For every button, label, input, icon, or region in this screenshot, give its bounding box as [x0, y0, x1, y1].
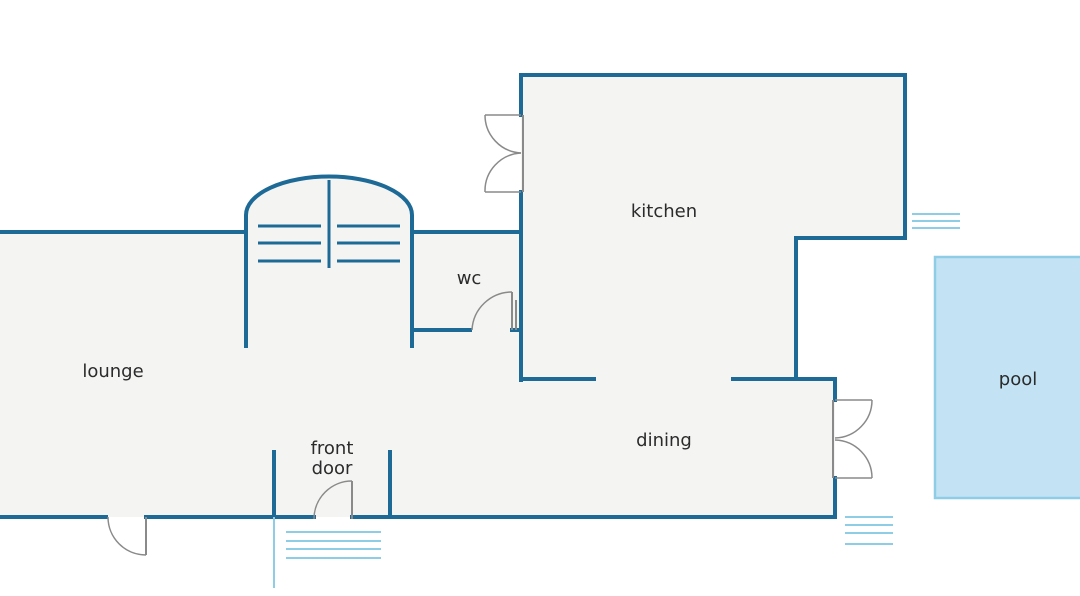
front-door-label-line2: door [312, 458, 353, 479]
floor-area [0, 75, 905, 517]
kitchen-steps [912, 213, 960, 229]
front-door [313, 480, 353, 520]
walls [0, 73, 907, 519]
front-door-steps [273, 517, 381, 588]
front-door-label-line1: front [311, 438, 354, 459]
lounge-door [107, 516, 147, 556]
doors [107, 114, 873, 556]
pool [933, 255, 1080, 500]
dining-double-door [832, 399, 873, 479]
staircase [258, 180, 400, 268]
kitchen-double-door [484, 114, 524, 193]
wc-door [471, 291, 517, 331]
steps [273, 213, 960, 588]
wc-label: wc [457, 268, 482, 289]
kitchen-label: kitchen [631, 201, 697, 222]
pool-label: pool [999, 369, 1037, 390]
dining-label: dining [636, 430, 692, 451]
lounge-label: lounge [82, 361, 143, 382]
dining-steps [845, 516, 893, 545]
